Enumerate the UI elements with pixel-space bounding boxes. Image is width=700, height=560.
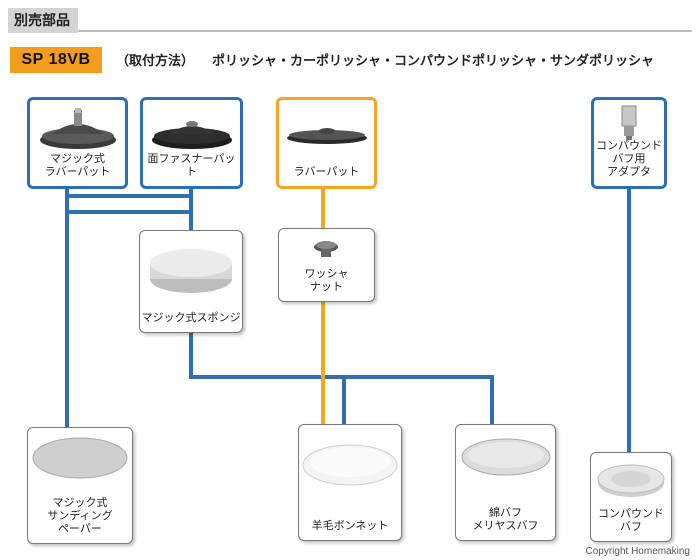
- label-fastener-pad: 面ファスナーパット: [147, 152, 236, 178]
- label-wool-bonnet: 羊毛ボンネット: [311, 519, 389, 532]
- section-title: 別売部品: [8, 8, 78, 33]
- mounting-methods: （取付方法） ポリッシャ・カーポリッシャ・コンパウンドポリッシャ・サンダポリッシャ: [116, 50, 654, 69]
- node-magic-sponge: マジック式スポンジ: [139, 230, 243, 333]
- label-sanding-paper: マジック式 サンディング ペーパー: [47, 496, 113, 535]
- mounting-methods-label: （取付方法）: [116, 54, 195, 69]
- rubber-pad-image: [40, 108, 116, 149]
- label-compound-adapter: コンパウンド バフ用 アダプタ: [596, 139, 662, 178]
- copyright: Copyright Homemaking: [585, 546, 691, 557]
- label-rubber-pad: ラバーパット: [293, 165, 360, 178]
- header-bar: 別売部品: [8, 8, 692, 33]
- node-rubber-pad: ラバーパット: [276, 97, 377, 189]
- node-fastener-pad: 面ファスナーパット: [140, 97, 243, 189]
- label-magic-rubber-pad: マジック式 ラバーパット: [44, 152, 111, 178]
- node-wool-bonnet: 羊毛ボンネット: [298, 424, 402, 541]
- node-compound-buff: コンパウンド バフ: [590, 452, 672, 542]
- washer-nut-image: [314, 241, 338, 257]
- wool-bonnet-image: [302, 444, 398, 486]
- node-magic-rubber-pad: マジック式 ラバーパット: [27, 97, 128, 189]
- node-cotton-buff: 綿バフ メリヤスバフ: [455, 424, 556, 541]
- node-compound-adapter: コンパウンド バフ用 アダプタ: [591, 97, 667, 189]
- label-washer-nut: ワッシャ ナット: [304, 267, 349, 293]
- compound-buff-image: [597, 464, 665, 497]
- fastener-pad-image: [152, 121, 232, 149]
- label-magic-sponge: マジック式スポンジ: [141, 311, 241, 324]
- label-cotton-buff: 綿バフ メリヤスバフ: [472, 506, 539, 532]
- adapter-image: [621, 105, 637, 140]
- node-sanding-paper: マジック式 サンディング ペーパー: [27, 427, 133, 544]
- node-washer-nut: ワッシャ ナット: [278, 228, 375, 302]
- sanding-paper-image: [32, 437, 128, 479]
- model-badge: SP 18VB: [10, 47, 102, 73]
- sponge-image: [150, 249, 232, 293]
- rubber-pad-plate-image: [287, 128, 367, 144]
- label-compound-buff: コンパウンド バフ: [598, 507, 664, 533]
- cotton-buff-image: [461, 438, 551, 476]
- mounting-methods-items: ポリッシャ・カーポリッシャ・コンパウンドポリッシャ・サンダポリッシャ: [212, 54, 655, 69]
